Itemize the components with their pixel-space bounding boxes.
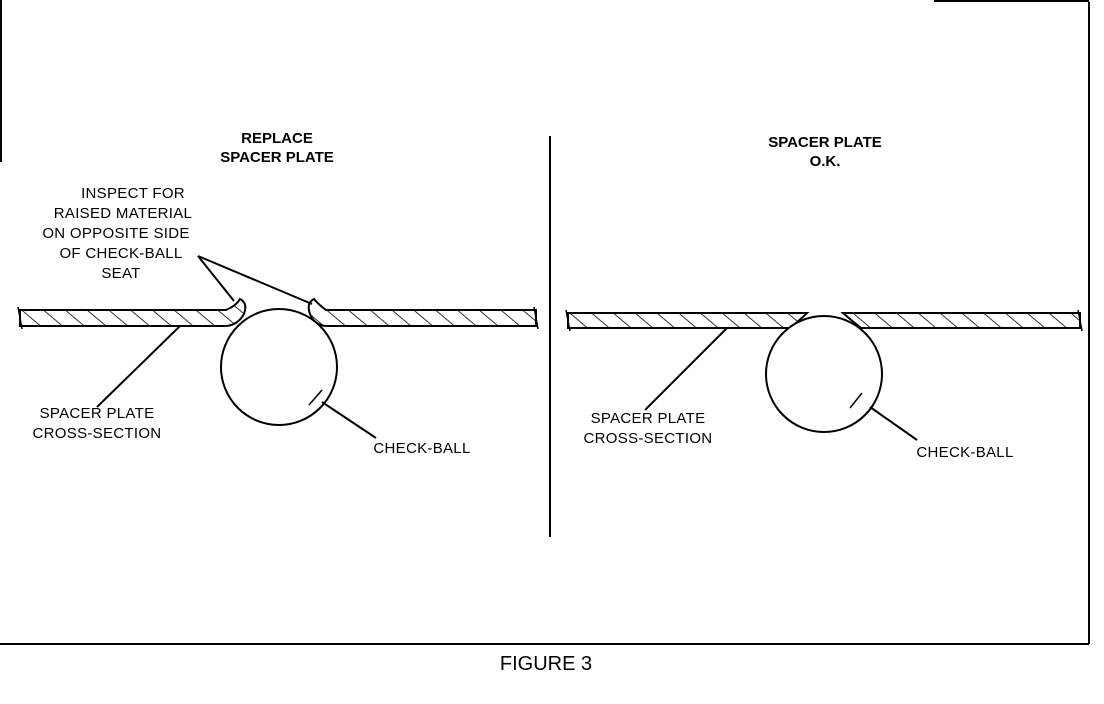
right-heading-line2: O.K. [810, 153, 841, 170]
right-plate-break-right [1077, 309, 1083, 332]
callout-line-3: ON OPPOSITE SIDE [42, 225, 189, 242]
left-plate-leader-line [96, 325, 181, 408]
callout-leader-lines [197, 255, 313, 305]
callout-line-5: SEAT [101, 265, 140, 282]
callout-line-4: OF CHECK-BALL [59, 245, 182, 262]
right-plate-label-line2: CROSS-SECTION [584, 430, 713, 447]
figure-caption: FIGURE 3 [500, 653, 592, 675]
left-plate-break-left [17, 306, 23, 330]
callout-line-2: RAISED MATERIAL [54, 205, 192, 222]
callout-text: INSPECT FOR RAISED MATERIAL ON OPPOSITE … [42, 185, 192, 282]
right-ball-label: CHECK-BALL [916, 444, 1013, 461]
callout-line-1: INSPECT FOR [81, 185, 185, 202]
right-check-ball [765, 315, 883, 433]
right-panel: SPACER PLATE O.K. SPACER PLATE CROSS-SEC… [565, 134, 1083, 461]
figure-frame [0, 0, 1090, 645]
left-spacer-plate-segment-b [307, 297, 537, 327]
left-heading-line1: REPLACE [241, 130, 313, 147]
left-spacer-plate-segment-a [19, 297, 247, 327]
left-ball-leader-line [321, 401, 377, 439]
right-heading-line1: SPACER PLATE [768, 134, 882, 151]
right-plate-leader-line [644, 327, 728, 411]
left-ball-highlight [308, 389, 323, 406]
left-plate-break-right [533, 306, 539, 330]
right-ball-highlight [849, 392, 863, 409]
right-plate-label-line1: SPACER PLATE [591, 410, 706, 427]
right-spacer-plate-segment-a [567, 312, 810, 329]
left-heading-line2: SPACER PLATE [220, 149, 334, 166]
left-plate-label-line1: SPACER PLATE [40, 405, 155, 422]
left-ball-label: CHECK-BALL [373, 440, 470, 457]
right-plate-break-left [565, 309, 571, 332]
right-spacer-plate-segment-b [840, 312, 1081, 329]
left-plate-label-line2: CROSS-SECTION [33, 425, 162, 442]
left-check-ball [220, 308, 338, 426]
right-ball-leader-line [869, 406, 918, 441]
left-panel: REPLACE SPACER PLATE INSPECT FOR RAISED … [17, 130, 539, 457]
